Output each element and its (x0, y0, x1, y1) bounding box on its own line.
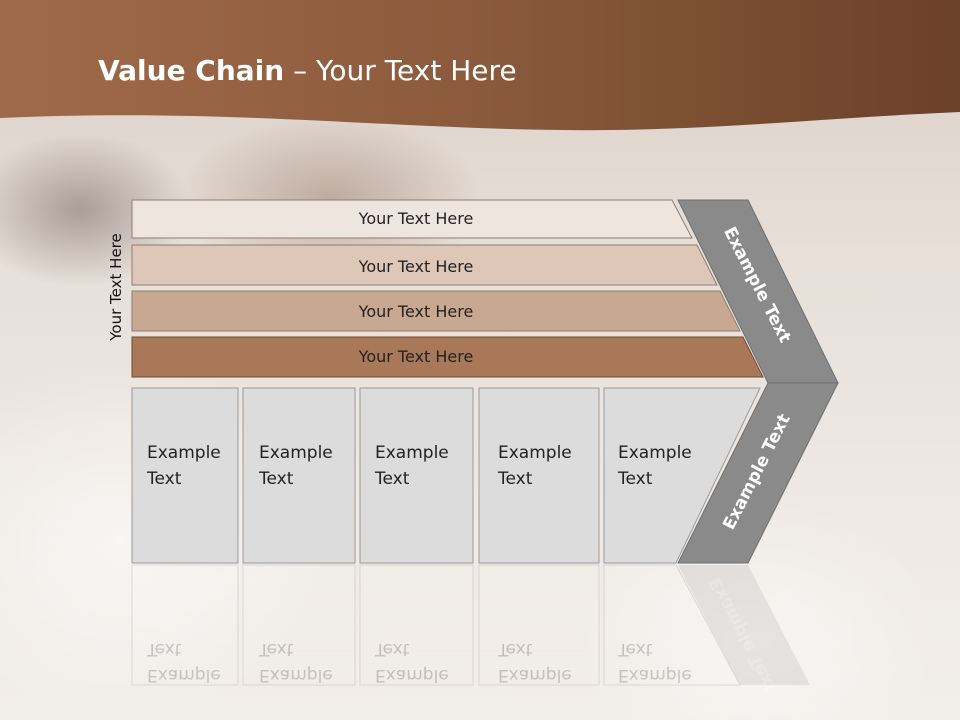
box-2-reflect-line2: Text (259, 639, 294, 659)
title-rest: – Your Text Here (284, 54, 517, 87)
box-4-label-reflection: Example Text (498, 636, 572, 688)
box-3-line1: Example (375, 443, 449, 463)
box-4-reflect-line2: Text (498, 639, 533, 659)
box-3-label-reflection: Example Text (375, 636, 449, 688)
box-2-reflection (242, 564, 356, 686)
box-1-line2: Text (147, 469, 182, 489)
box-5-line2: Text (618, 469, 653, 489)
box-1-label-reflection: Example Text (147, 636, 221, 688)
box-3 (359, 387, 474, 564)
box-5-line1: Example (618, 443, 692, 463)
title-bold: Value Chain (98, 54, 285, 87)
box-4-reflect-line1: Example (498, 665, 572, 685)
box-1-line1: Example (147, 443, 221, 463)
box-4-line1: Example (498, 443, 572, 463)
bar-3-label: Your Text Here (358, 302, 474, 321)
box-1-reflect-line1: Example (147, 665, 221, 685)
box-5-reflection (603, 564, 741, 686)
box-5-reflect-line2: Text (618, 639, 653, 659)
bar-3 (131, 290, 741, 332)
bar-4-label: Your Text Here (358, 347, 474, 366)
bar-4 (131, 336, 764, 378)
slide-title: Value Chain – Your Text Here (98, 54, 517, 87)
bar-2 (131, 244, 718, 286)
chevron-reflection (678, 565, 810, 685)
box-3-reflect-line2: Text (375, 639, 410, 659)
box-5 (603, 387, 761, 564)
bar-1-label: Your Text Here (358, 209, 474, 228)
box-1 (131, 387, 239, 564)
reflection-group (131, 564, 810, 686)
header-band (0, 0, 960, 131)
box-5-label-reflection: Example Text (618, 636, 692, 688)
chevron-lower (677, 382, 839, 564)
box-1-reflect-line2: Text (147, 639, 182, 659)
bar-2-label: Your Text Here (358, 257, 474, 276)
box-4-line2: Text (498, 469, 533, 489)
box-3-reflect-line1: Example (375, 665, 449, 685)
box-2-label-reflection: Example Text (259, 636, 333, 688)
bar-1 (131, 199, 693, 239)
box-1-reflection (131, 564, 239, 686)
box-3-line2: Text (375, 469, 410, 489)
box-2-line2: Text (259, 469, 294, 489)
box-2-line1: Example (259, 443, 333, 463)
box-2 (242, 387, 356, 564)
box-4 (478, 387, 600, 564)
box-3-reflection (359, 564, 474, 686)
box-2-reflect-line1: Example (259, 665, 333, 685)
box-5-reflect-line1: Example (618, 665, 692, 685)
box-4-reflection (478, 564, 600, 686)
